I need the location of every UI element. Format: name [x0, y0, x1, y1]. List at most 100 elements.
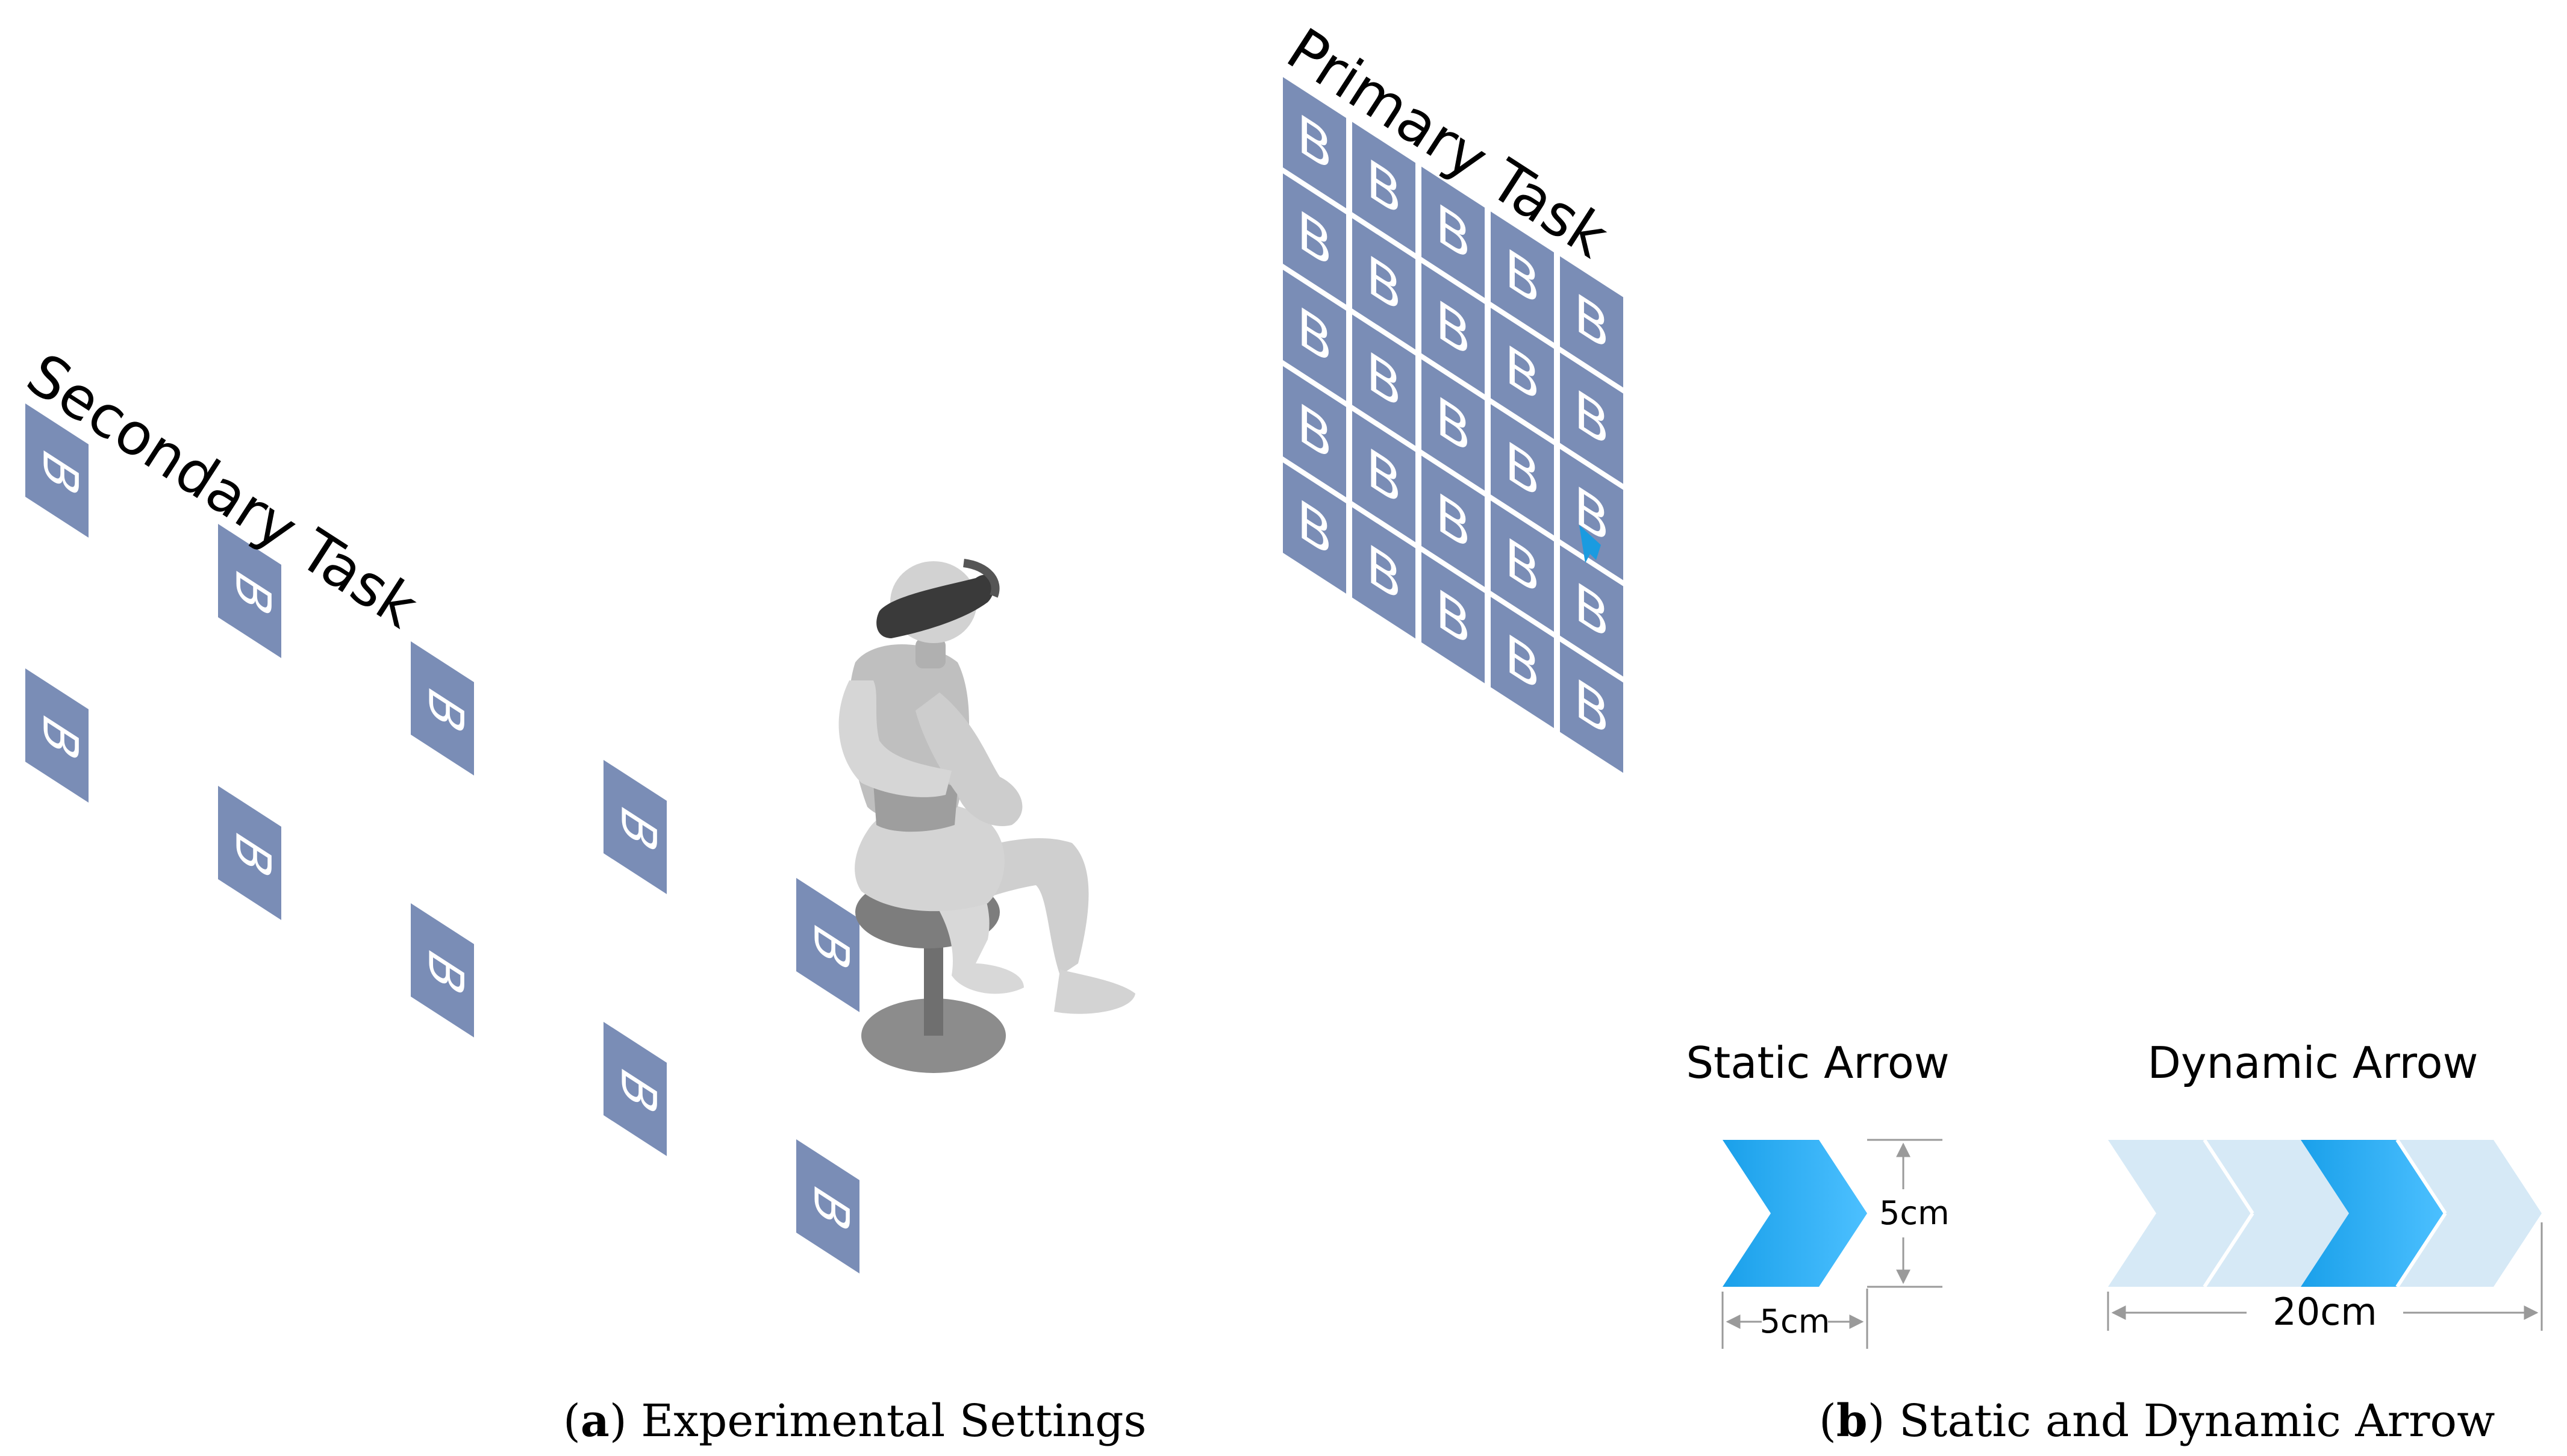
- primary-tile: B: [1491, 404, 1554, 536]
- figure-neck: [915, 638, 946, 668]
- tile-bg: [1352, 314, 1415, 446]
- tile-bg: [1560, 352, 1623, 484]
- primary-tile: B: [1560, 256, 1623, 388]
- primary-tile: B: [1491, 308, 1554, 440]
- static-arrow-title: Static Arrow: [1686, 1038, 1949, 1088]
- primary-tile: B: [1491, 597, 1554, 729]
- secondary-tile: B: [218, 524, 281, 658]
- caption-b: (b) Static and Dynamic Arrow: [1819, 1395, 2495, 1447]
- tile-bg: [25, 668, 89, 803]
- primary-tile: B: [1421, 166, 1485, 298]
- tile-bg: [1560, 545, 1623, 677]
- dynamic-arrow-segment-2: [2204, 1140, 2349, 1287]
- tile-bg: [1283, 173, 1346, 305]
- primary-tile: B: [1560, 352, 1623, 484]
- primary-tile: B: [1283, 270, 1346, 401]
- primary-tile: B: [1283, 462, 1346, 594]
- tile-bg: [1421, 552, 1485, 683]
- tile-bg: [1491, 308, 1554, 440]
- secondary-tile: B: [25, 403, 89, 538]
- tile-bg: [1491, 597, 1554, 729]
- tile-bg: [218, 786, 281, 920]
- caption-a: (a) Experimental Settings: [563, 1395, 1147, 1447]
- dynamic-dimensions: [2107, 1222, 2543, 1331]
- static-width-label: 5cm: [1760, 1302, 1830, 1340]
- caption-a-text: Experimental Settings: [641, 1395, 1146, 1447]
- primary-tile: B: [1421, 263, 1485, 394]
- secondary-tile: B: [411, 641, 474, 776]
- dynamic-arrow-chain: [2108, 1139, 2542, 1288]
- secondary-tile: B: [604, 760, 667, 894]
- secondary-tile: B: [218, 786, 281, 920]
- tile-bg: [1352, 122, 1415, 254]
- vr-user-figure: [838, 559, 1135, 1073]
- dynamic-arrow-segment-1: [2108, 1140, 2253, 1287]
- secondary-tile: B: [796, 878, 859, 1012]
- tile-bg: [1283, 366, 1346, 497]
- tile-bg: [1421, 166, 1485, 298]
- primary-tile: B: [1283, 173, 1346, 305]
- tile-bg: [1421, 263, 1485, 394]
- tile-bg: [1283, 270, 1346, 401]
- tile-bg: [25, 403, 89, 538]
- primary-tile: B: [1421, 359, 1485, 491]
- tile-bg: [411, 903, 474, 1038]
- panel-b: Static Arrow Dynamic Arrow 5cm 5cm: [1686, 1038, 2543, 1447]
- caption-b-text: Static and Dynamic Arrow: [1899, 1395, 2495, 1447]
- tile-bg: [1283, 77, 1346, 208]
- tile-bg: [1283, 462, 1346, 594]
- dynamic-width-label: 20cm: [2272, 1290, 2377, 1334]
- primary-tile: B: [1421, 455, 1485, 587]
- static-arrow-icon: [1723, 1140, 1867, 1287]
- static-dimensions: [1721, 1139, 1942, 1349]
- tile-bg: [411, 641, 474, 776]
- tile-bg: [1421, 455, 1485, 587]
- vr-headset-strap: [962, 559, 1000, 598]
- tile-bg: [1560, 256, 1623, 388]
- primary-tile: B: [1352, 507, 1415, 639]
- tile-bg: [1352, 411, 1415, 543]
- primary-tile: B: [1283, 366, 1346, 497]
- primary-tile: B: [1352, 411, 1415, 543]
- tile-bg: [1491, 500, 1554, 632]
- caption-a-tag: a: [581, 1395, 610, 1447]
- tile-bg: [1560, 449, 1623, 580]
- tile-bg: [604, 760, 667, 894]
- secondary-tile: B: [411, 903, 474, 1038]
- vr-headset-icon: [876, 574, 994, 638]
- primary-tile: B: [1560, 641, 1623, 773]
- primary-tile: B: [1491, 211, 1554, 343]
- stool-post: [924, 939, 943, 1036]
- secondary-tile: B: [796, 1139, 859, 1274]
- primary-tile: B: [1560, 545, 1623, 677]
- tile-bg: [1560, 641, 1623, 773]
- primary-tile: B: [1352, 122, 1415, 254]
- dynamic-arrow-segment-3: [2301, 1140, 2445, 1287]
- primary-tile: B: [1283, 77, 1346, 208]
- figure-arm-front: [838, 680, 952, 797]
- pointer-arrow-icon: [1579, 525, 1601, 563]
- tile-bg: [218, 524, 281, 658]
- figure-arm: [915, 692, 1023, 826]
- primary-tile: B: [1491, 500, 1554, 632]
- primary-tile: B: [1352, 218, 1415, 350]
- tile-bg: [1352, 218, 1415, 350]
- tile-bg: [1491, 404, 1554, 536]
- dynamic-arrow-segment-4: [2397, 1140, 2542, 1287]
- secondary-tile: B: [25, 668, 89, 803]
- tile-bg: [796, 1139, 859, 1274]
- tile-bg: [1352, 507, 1415, 639]
- caption-b-tag: b: [1836, 1395, 1868, 1447]
- tile-bg: [1421, 359, 1485, 491]
- tile-bg: [796, 878, 859, 1012]
- figure-foot-right: [1054, 969, 1135, 1014]
- secondary-tile: B: [604, 1022, 667, 1156]
- tile-bg: [604, 1022, 667, 1156]
- static-height-label: 5cm: [1879, 1194, 1950, 1232]
- dynamic-arrow-title: Dynamic Arrow: [2148, 1038, 2478, 1088]
- tile-bg: [1491, 211, 1554, 343]
